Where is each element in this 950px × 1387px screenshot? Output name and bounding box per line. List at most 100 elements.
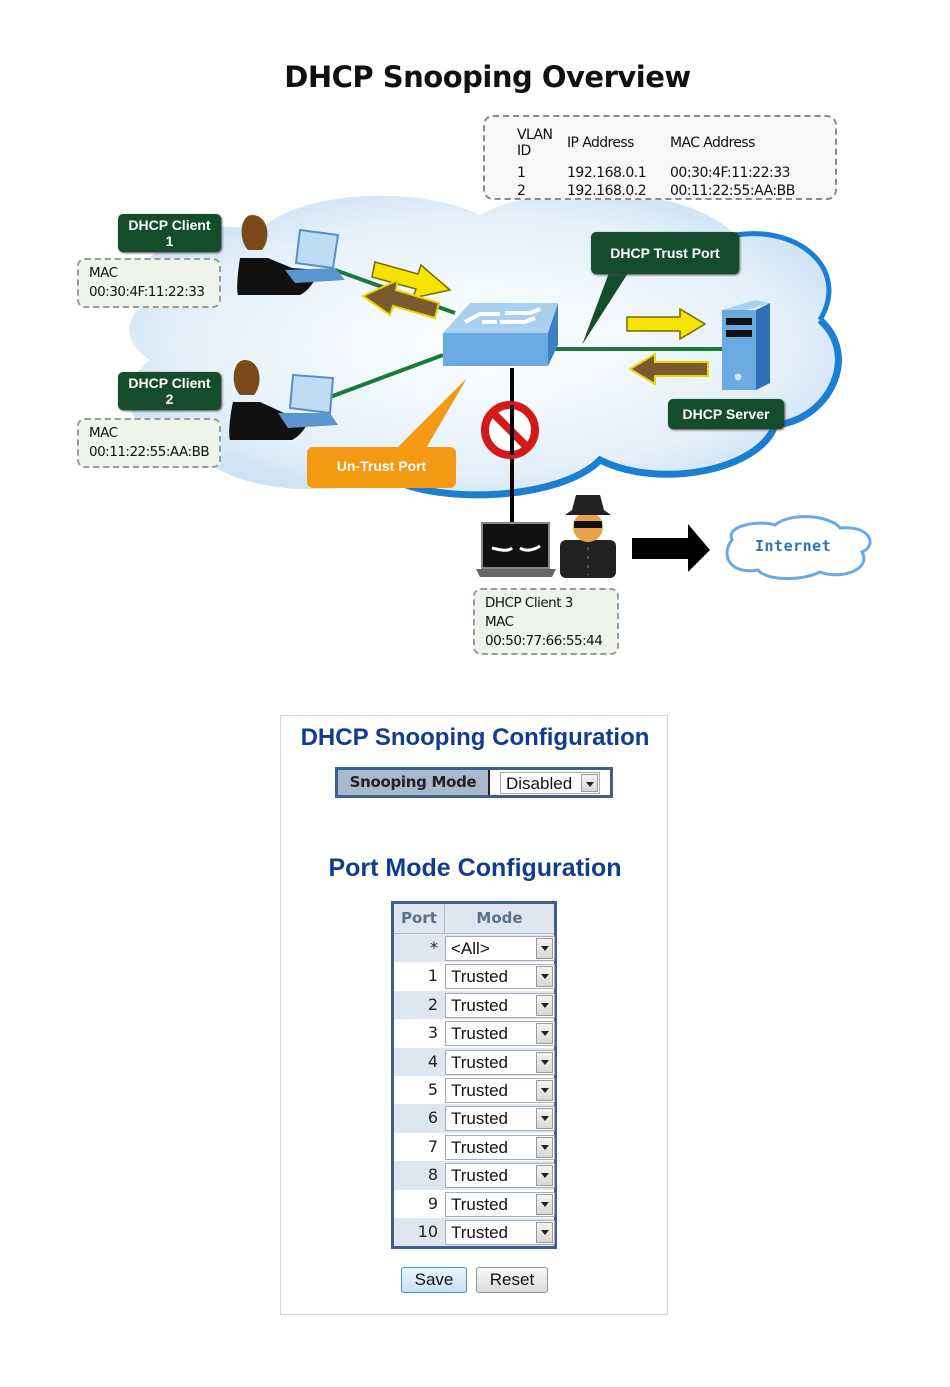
chevron-down-icon[interactable]: [581, 774, 598, 792]
client2-label-line2: 2: [165, 391, 174, 407]
chevron-down-icon[interactable]: [536, 994, 553, 1016]
col-mode: Mode: [476, 909, 523, 927]
ip-address: 192.168.0.1: [567, 165, 647, 181]
col-vlan-id: VLAN ID: [517, 127, 553, 159]
client1-label-line1: DHCP Client: [128, 217, 211, 233]
port-mode-value: <All>: [451, 939, 490, 958]
trust-port-pointer: [582, 270, 630, 345]
port-mode-value: Trusted: [451, 1166, 509, 1186]
port-mode-row: 2 Trusted: [394, 990, 555, 1020]
mac-address: 00:11:22:55:AA:BB: [670, 183, 795, 199]
port-number: 4: [427, 1051, 438, 1071]
arrow-left-icon: [360, 278, 441, 320]
client2-mac-box: MAC 00:11:22:55:AA:BB: [77, 418, 221, 468]
client1-label: DHCP Client 1: [118, 214, 221, 252]
snooping-mode-select[interactable]: Disabled: [500, 772, 600, 794]
link-client2: [329, 353, 444, 399]
trust-port-label: DHCP Trust Port: [591, 232, 739, 274]
port-mode-value: Trusted: [451, 1222, 509, 1242]
mac-address: 00:30:4F:11:22:33: [670, 165, 791, 181]
chevron-down-icon[interactable]: [536, 1051, 553, 1073]
chevron-down-icon[interactable]: [536, 1193, 553, 1215]
hacker-icon: [560, 495, 616, 578]
ip-address: 192.168.0.2: [567, 183, 647, 199]
port-mode-select[interactable]: <All>: [445, 936, 555, 961]
chevron-down-icon[interactable]: [536, 938, 553, 959]
arrow-right-icon: [632, 524, 710, 572]
port-mode-row: 4 Trusted: [394, 1047, 555, 1076]
server-icon: [722, 300, 770, 390]
port-mode-select[interactable]: Trusted: [445, 1163, 555, 1189]
port-number: *: [430, 938, 438, 957]
port-mode-table-header: Port Mode: [394, 904, 554, 934]
col-mac-address: MAC Address: [670, 135, 755, 151]
port-mode-select[interactable]: Trusted: [445, 964, 555, 990]
port-mode-select[interactable]: Trusted: [445, 1106, 555, 1132]
port-mode-row: 9 Trusted: [394, 1189, 555, 1218]
arrow-right-icon: [371, 261, 452, 300]
port-mode-select[interactable]: Trusted: [445, 992, 555, 1018]
port-number: 1: [427, 966, 438, 986]
port-mode-select[interactable]: Trusted: [445, 1134, 555, 1160]
chevron-down-icon[interactable]: [536, 966, 553, 988]
untrust-port-label: Un-Trust Port: [307, 447, 456, 488]
chevron-down-icon[interactable]: [536, 1165, 553, 1187]
port-mode-select[interactable]: Trusted: [445, 1077, 555, 1103]
vlan-id: 2: [517, 183, 526, 199]
user-laptop-icon: [229, 360, 338, 440]
reset-button[interactable]: Reset: [476, 1267, 548, 1293]
chevron-down-icon[interactable]: [536, 1079, 553, 1101]
snooping-mode-value: Disabled: [506, 774, 573, 793]
port-mode-value: Trusted: [451, 995, 509, 1015]
port-number: 3: [427, 1023, 438, 1043]
port-number: 10: [417, 1221, 438, 1241]
port-number: 5: [427, 1079, 438, 1099]
client2-label-line1: DHCP Client: [128, 375, 211, 391]
chevron-down-icon[interactable]: [536, 1023, 553, 1045]
port-mode-select[interactable]: Trusted: [445, 1219, 555, 1245]
chevron-down-icon[interactable]: [536, 1108, 553, 1130]
client3-name: DHCP Client 3: [485, 595, 573, 611]
port-mode-title: Port Mode Configuration: [328, 854, 622, 882]
col-port: Port: [394, 904, 445, 933]
client1-mac-label: MAC: [89, 265, 118, 281]
switch-icon: [443, 303, 558, 366]
client3-info-box: DHCP Client 3 MAC 00:50:77:66:55:44: [473, 588, 619, 655]
diagram-graphics: [129, 192, 872, 581]
port-mode-row: 6 Trusted: [394, 1104, 555, 1133]
col-ip-address: IP Address: [567, 135, 634, 151]
port-mode-value: Trusted: [451, 1052, 509, 1072]
port-mode-select[interactable]: Trusted: [445, 1191, 555, 1217]
dhcp-binding-table: VLAN ID IP Address MAC Address 1 192.168…: [483, 115, 837, 200]
binding-row: 1 192.168.0.1 00:30:4F:11:22:33: [517, 165, 795, 183]
snooping-mode-table: Snooping Mode Disabled: [335, 767, 613, 798]
client1-label-line2: 1: [165, 233, 174, 249]
port-mode-row: * <All>: [394, 934, 555, 963]
chevron-down-icon[interactable]: [536, 1136, 553, 1158]
port-number: 6: [427, 1108, 438, 1128]
internet-label: Internet: [755, 537, 832, 555]
port-mode-value: Trusted: [451, 1137, 509, 1157]
arrow-left-icon: [628, 352, 709, 386]
port-mode-value: Trusted: [451, 1109, 509, 1129]
port-mode-row: 10 Trusted: [394, 1217, 555, 1247]
port-mode-select[interactable]: Trusted: [445, 1021, 555, 1047]
vlan-id: 1: [517, 165, 526, 181]
port-mode-select[interactable]: Trusted: [445, 1049, 555, 1075]
overview-title: DHCP Snooping Overview: [284, 60, 691, 94]
port-number: 9: [427, 1193, 438, 1213]
arrow-right-icon: [626, 307, 707, 341]
user-laptop-icon: [237, 215, 345, 295]
client2-label: DHCP Client 2: [118, 372, 221, 410]
snooping-mode-cell: Disabled: [490, 770, 610, 795]
save-button[interactable]: Save: [401, 1267, 467, 1293]
chevron-down-icon[interactable]: [536, 1221, 553, 1243]
port-mode-row: 5 Trusted: [394, 1075, 555, 1105]
no-entry-icon: [481, 401, 539, 459]
untrust-port-pointer: [395, 378, 467, 450]
port-number: 2: [427, 994, 438, 1014]
config-title: DHCP Snooping Configuration: [300, 724, 650, 751]
